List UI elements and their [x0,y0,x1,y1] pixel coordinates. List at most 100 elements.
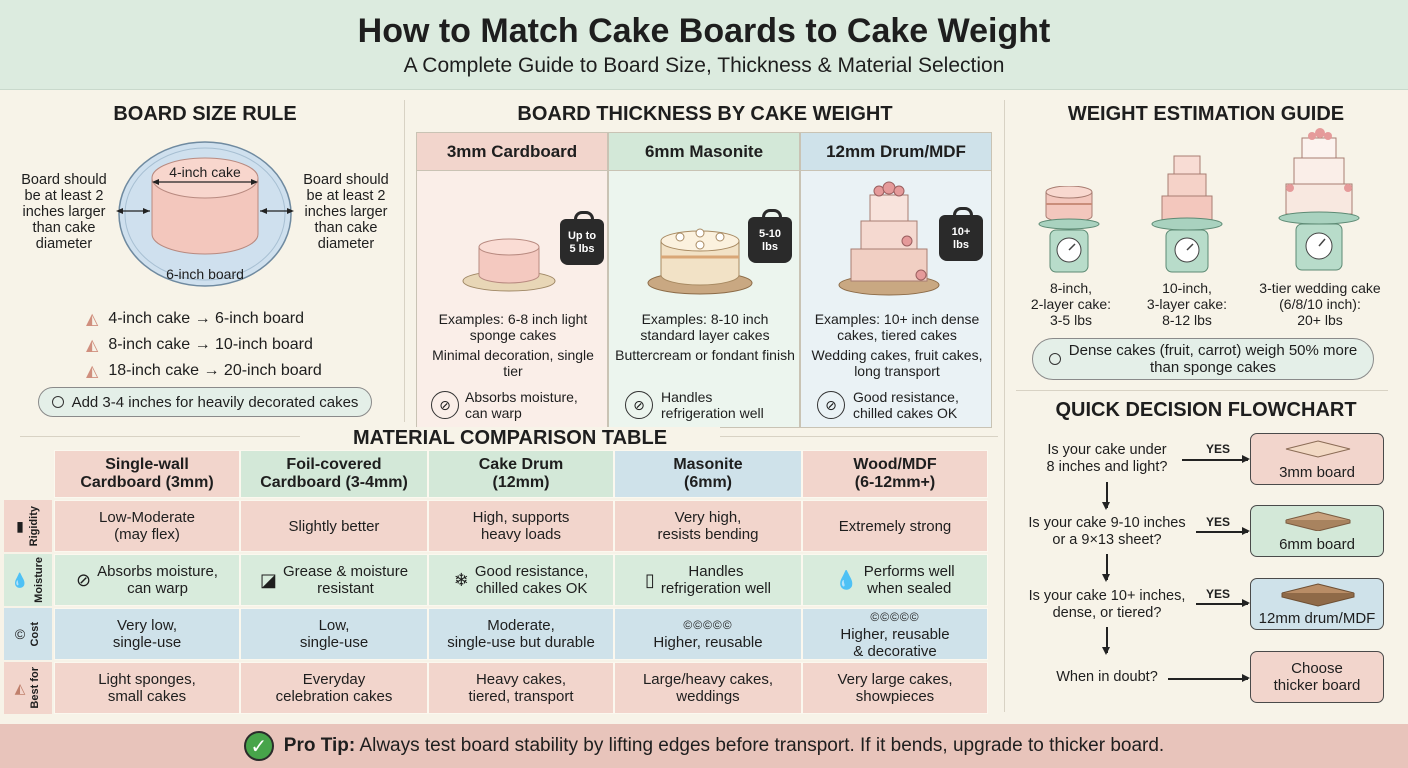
cake-slice-icon: ◭ [86,363,99,380]
thickness-header: 12mm Drum/MDF [801,133,991,171]
light-cake-illustration [462,238,556,292]
sealed-droplet-icon: 💧 [835,569,858,590]
flowchart-yes-label: YES [1206,442,1231,456]
table-cell: Low,single-use [240,608,428,660]
search-icon [51,396,64,408]
table-cell: ©©©©© Higher, reusable& decorative [802,608,988,660]
moisture-warning-icon: ⊘ [431,391,459,419]
rule-item: ◭ 4-inch cake → 6-inch board [86,310,304,328]
thickness-header: 3mm Cardboard [417,133,607,171]
table-cell: Very low,single-use [54,608,240,660]
material-header: Wood/MDF(6-12mm+) [802,450,988,498]
moisture-warning-icon: ⊘ [625,391,653,419]
board-6mm-icon [1285,511,1351,531]
checkmark-icon: ✓ [243,731,274,761]
thickness-examples: Examples: 8-10 inch standard layer cakes [640,311,770,343]
arrow-right-icon [1182,456,1250,462]
arrow-right-icon [1196,600,1250,606]
thickness-header: 6mm Masonite [609,133,799,171]
coin-icon: © [14,626,26,642]
thickness-decoration: Wedding cakes, fruit cakes, long transpo… [811,347,983,379]
cake-slice-icon: ◭ [86,311,99,328]
board-diameter-label: 6-inch board [166,266,244,282]
cake-diameter-label: 4-inch cake [169,164,241,180]
page-subtitle: A Complete Guide to Board Size, Thicknes… [403,54,1005,77]
rule-item: ◭ 18-inch cake → 20-inch board [86,362,322,380]
scale-8inch-illustration [1038,186,1100,273]
pro-tip-text: Pro Tip: Always test board stability by … [283,735,1165,756]
divider [404,100,405,422]
arrow-right-icon [1168,675,1250,681]
moisture-warning-icon: ⊘ [817,391,845,419]
flowchart-result: 6mm board [1250,505,1384,557]
coins-icon: ©©©©© [870,609,920,624]
thickness-footer: Good resistance,chilled cakes OK [853,389,959,421]
arrow-down-icon [1103,482,1109,510]
weight-guide-label: 8-inch,2-layer cake:3-5 lbs [1030,280,1112,328]
no-moisture-icon: ⊘ [76,569,92,590]
table-cell: Heavy cakes,tiered, transport [428,662,614,714]
ruler-icon: ▮ [16,517,24,534]
refrigerator-icon: ▯ [645,569,655,590]
material-table-title: MATERIAL COMPARISON TABLE [300,427,720,450]
board-size-rules: ◭ 4-inch cake → 6-inch board ◭ 8-inch ca… [86,306,322,384]
thickness-title: BOARD THICKNESS BY CAKE WEIGHT [517,103,893,125]
flowchart-result: Choose thicker board [1250,651,1384,703]
weight-tag-icon: 10+lbs [939,207,983,261]
coins-icon: ©©©©© [683,618,733,632]
flowchart-yes-label: YES [1206,515,1231,529]
flowchart-title: QUICK DECISION FLOWCHART [1055,399,1357,421]
divider [1016,390,1388,391]
board-size-tip: Add 3-4 inches for heavily decorated cak… [38,387,372,417]
table-cell: Moderate,single-use but durable [428,608,614,660]
thickness-examples: Examples: 10+ inch dense cakes, tiered c… [814,311,980,343]
foil-icon: ◪ [259,569,277,590]
arrow-down-icon [1103,627,1109,655]
divider [1004,100,1005,712]
layer-cake-illustration [647,228,753,295]
cake-slice-icon: ◭ [14,679,26,696]
thickness-examples: Examples: 6-8 inch light sponge cakes [438,311,588,343]
board-size-title: BOARD SIZE RULE [113,103,297,125]
thickness-column-12mm: 12mm Drum/MDF 10+lbs Examples: 10+ inch … [800,132,992,428]
flowchart-question: When in doubt? [1056,669,1158,685]
table-cell: Light sponges,small cakes [54,662,240,714]
cake-slice-icon: ◭ [86,337,99,354]
weight-guide-label: 3-tier wedding cake(6/8/10 inch):20+ lbs [1259,280,1381,328]
page-header [0,0,1408,90]
scale-wedding-cake-illustration [1278,128,1360,271]
table-cell: Very large cakes,showpieces [802,662,988,714]
thickness-decoration: Buttercream or fondant finish [615,347,795,363]
weight-guide-title: WEIGHT ESTIMATION GUIDE [1067,103,1345,125]
board-3mm-icon [1285,440,1351,458]
board-size-diagram [116,141,294,287]
table-cell: Large/heavy cakes,weddings [614,662,802,714]
search-icon [1048,353,1061,365]
table-cell: ©©©©© Higher, reusable [614,608,802,660]
flowchart-question: Is your cake 10+ inches,dense, or tiered… [1028,588,1186,621]
snowflake-icon: ❄ [453,569,469,590]
table-cell: ⊘ Absorbs moisture,can warp [54,554,240,606]
droplet-icon: 💧 [11,571,29,588]
rule-item: ◭ 8-inch cake → 10-inch board [86,336,313,354]
pro-tip-banner: ✓ Pro Tip: Always test board stability b… [0,724,1408,768]
board-12mm-icon [1281,583,1355,607]
table-cell: Low-Moderate(may flex) [54,500,240,552]
table-cell: Extremely strong [802,500,988,552]
arrow-down-icon [1103,554,1109,582]
scale-10inch-illustration [1151,155,1223,273]
thickness-footer: Absorbs moisture,can warp [465,389,578,421]
